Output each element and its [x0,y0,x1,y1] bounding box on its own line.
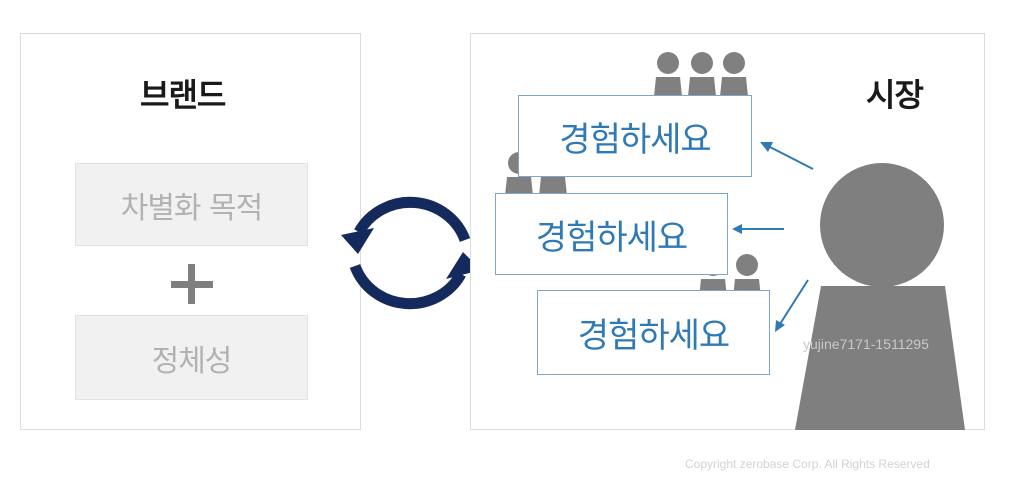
differentiation-purpose-box: 차별화 목적 [75,163,308,246]
arrow-icon [760,142,814,170]
experience-box: 경험하세요 [537,290,770,375]
copyright-text: Copyright zerobase Corp. All Rights Rese… [685,457,930,471]
experience-box: 경험하세요 [495,193,728,275]
watermark-text: yujine7171-1511295 [803,336,929,352]
market-title: 시장 [866,76,924,114]
person-silhouette-icon [795,163,965,430]
arrow-icon [732,224,784,234]
arrow-icon [775,279,809,332]
experience-box: 경험하세요 [518,95,752,177]
brand-title: 브랜드 [140,76,226,114]
identity-box: 정체성 [75,315,308,400]
